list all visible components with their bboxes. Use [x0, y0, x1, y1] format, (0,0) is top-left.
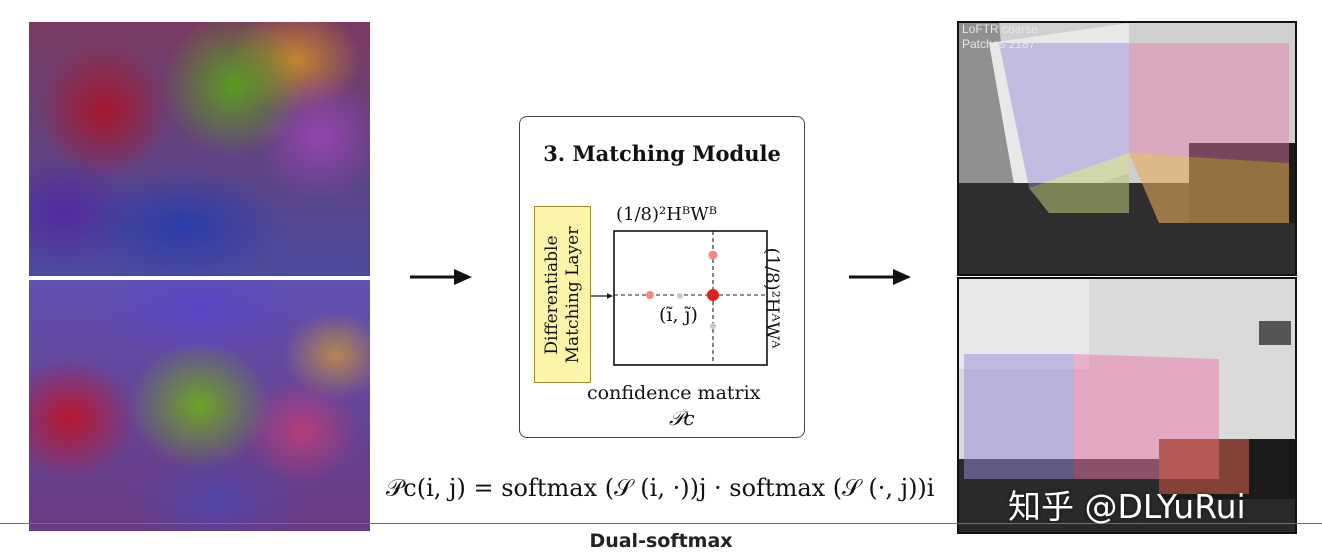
feature-map-image-b	[29, 280, 370, 531]
match-visualization-image-a	[957, 21, 1297, 276]
dual-softmax-formula: 𝒫c(i, j) = softmax (𝒮 (i, ·))j · softmax…	[386, 474, 935, 502]
score-point	[677, 293, 683, 299]
overlay-label: LoFTR coarse Patches 2187	[962, 22, 1038, 52]
differentiable-matching-layer-box: Differentiable Matching Layer	[534, 206, 591, 383]
side-dimension-label: (1/8)²HᴬWᴬ	[761, 247, 783, 349]
feature-map-image-a	[29, 22, 370, 276]
watermark: 知乎 @DLYuRui	[1008, 487, 1246, 526]
score-point	[708, 250, 718, 260]
overlay-label-line2: Patches 2187	[962, 37, 1036, 51]
confidence-matrix-symbol: 𝒫c	[669, 406, 695, 430]
layer-label-line2: Matching Layer	[562, 226, 583, 363]
match-visualization-image-b	[957, 277, 1297, 534]
arrow-right-icon	[410, 269, 472, 285]
match-index-label: (ĩ, j̃)	[659, 304, 698, 326]
match-point	[707, 289, 719, 301]
score-point	[646, 291, 654, 299]
confidence-matrix-caption: confidence matrix	[587, 382, 761, 404]
layer-label-line1: Differentiable	[541, 234, 562, 355]
top-dimension-label: (1/8)²HᴮWᴮ	[616, 204, 718, 225]
slide-caption: Dual-softmax	[589, 530, 733, 552]
caption-divider	[0, 523, 1322, 524]
score-point	[710, 323, 716, 329]
overlay-label-line1: LoFTR coarse	[962, 22, 1039, 36]
arrow-right-icon	[849, 269, 911, 285]
module-title: 3. Matching Module	[543, 141, 781, 166]
confidence-matrix-diagram	[591, 230, 768, 366]
